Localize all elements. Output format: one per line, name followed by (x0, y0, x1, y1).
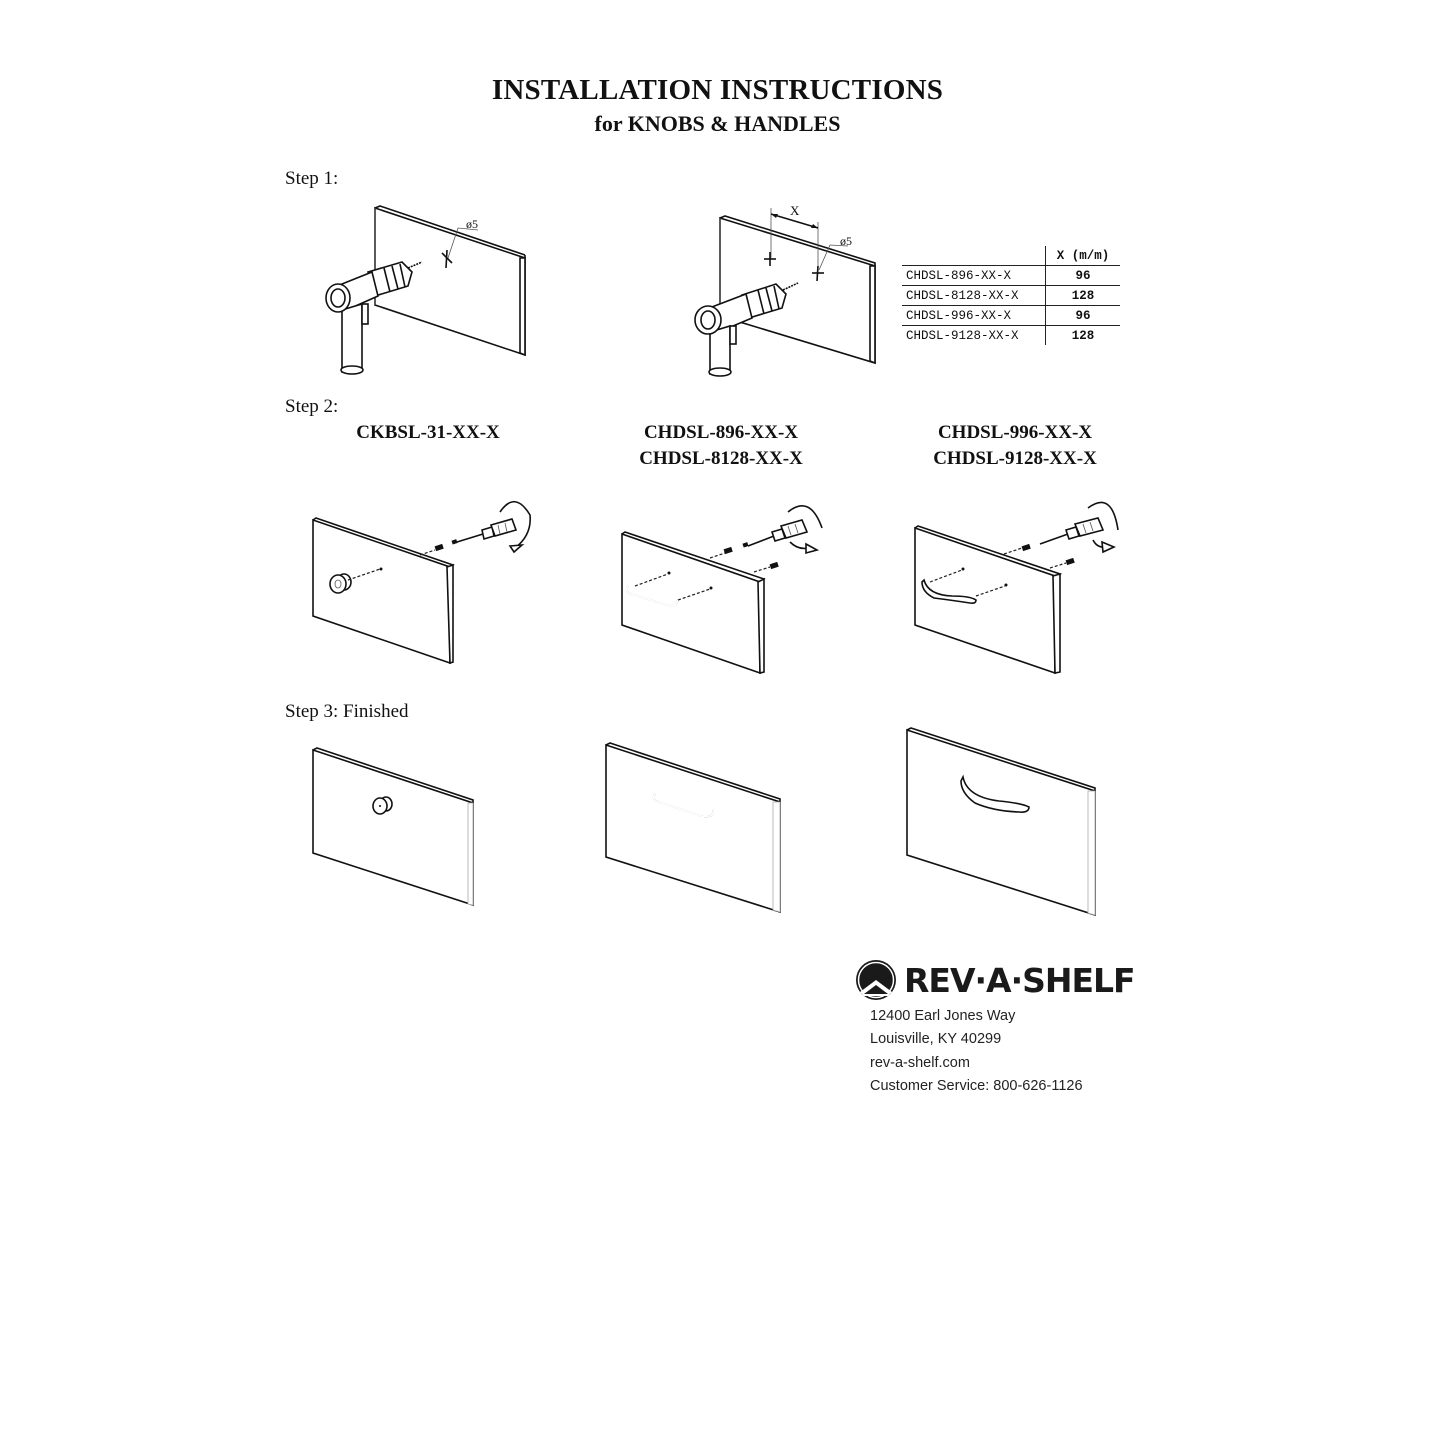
screwdriver-icon (456, 500, 532, 554)
screwdriver-icon (747, 505, 823, 555)
brand-logo: REV·A·SHELF (854, 958, 1136, 1002)
step1-drill-diagram-single: ø5 (325, 205, 526, 375)
step2-knob-diagram (312, 500, 532, 665)
table-header-x: X (m/m) (1045, 246, 1120, 266)
step1-label: Step 1: (285, 168, 339, 189)
website-link[interactable]: rev-a-shelf.com (870, 1055, 970, 1071)
table-row: CHDSL-896-XX-X 96 (902, 265, 1120, 286)
step2-model-knob: CKBSL-31-XX-X (356, 422, 500, 443)
step2-bar-handle-diagram (621, 505, 823, 675)
hole-diameter-label: ø5 (840, 234, 852, 248)
step3-finished-arc-handle (906, 727, 1096, 917)
step3-finished-bar-handle (605, 742, 781, 914)
step3-finished-knob (312, 747, 474, 907)
step2-arc-handle-diagram (914, 501, 1119, 675)
customer-service-phone: Customer Service: 800-626-1126 (870, 1078, 1083, 1094)
knob-icon (329, 573, 352, 594)
address-line-2: Louisville, KY 40299 (870, 1031, 1002, 1047)
table-row: CHDSL-9128-XX-X 128 (902, 325, 1120, 345)
hole-diameter-label: ø5 (466, 217, 478, 231)
step3-label: Step 3: Finished (285, 701, 409, 722)
hole-spacing-table: X (m/m) CHDSL-896-XX-X 96 CHDSL-8128-XX-… (902, 246, 1120, 345)
table-row: CHDSL-996-XX-X 96 (902, 305, 1120, 326)
screwdriver-icon (1039, 501, 1119, 554)
rev-a-shelf-logo-icon (856, 960, 896, 1000)
arc-handle-icon (960, 774, 1030, 813)
arc-handle-icon (921, 578, 977, 604)
table-row: CHDSL-8128-XX-X 128 (902, 285, 1120, 306)
drill-icon (325, 261, 413, 375)
bar-handle-icon (652, 793, 715, 818)
spacing-x-label: X (790, 203, 800, 218)
step2-model-arc-handle: CHDSL-996-XX-X CHDSL-9128-XX-X (933, 422, 1097, 469)
address-line-1: 12400 Earl Jones Way (870, 1008, 1016, 1024)
knob-icon (372, 796, 393, 815)
brand-name: REV·A·SHELF (904, 960, 1136, 1000)
page-title: INSTALLATION INSTRUCTIONS (491, 74, 944, 106)
step2-model-bar-handle: CHDSL-896-XX-X CHDSL-8128-XX-X (639, 422, 803, 469)
page-subtitle: for KNOBS & HANDLES (594, 111, 841, 136)
step2-label: Step 2: (285, 396, 339, 417)
step1-drill-diagram-double: X ø5 (694, 203, 876, 377)
bar-handle-icon (625, 585, 679, 607)
drill-icon (694, 283, 787, 377)
